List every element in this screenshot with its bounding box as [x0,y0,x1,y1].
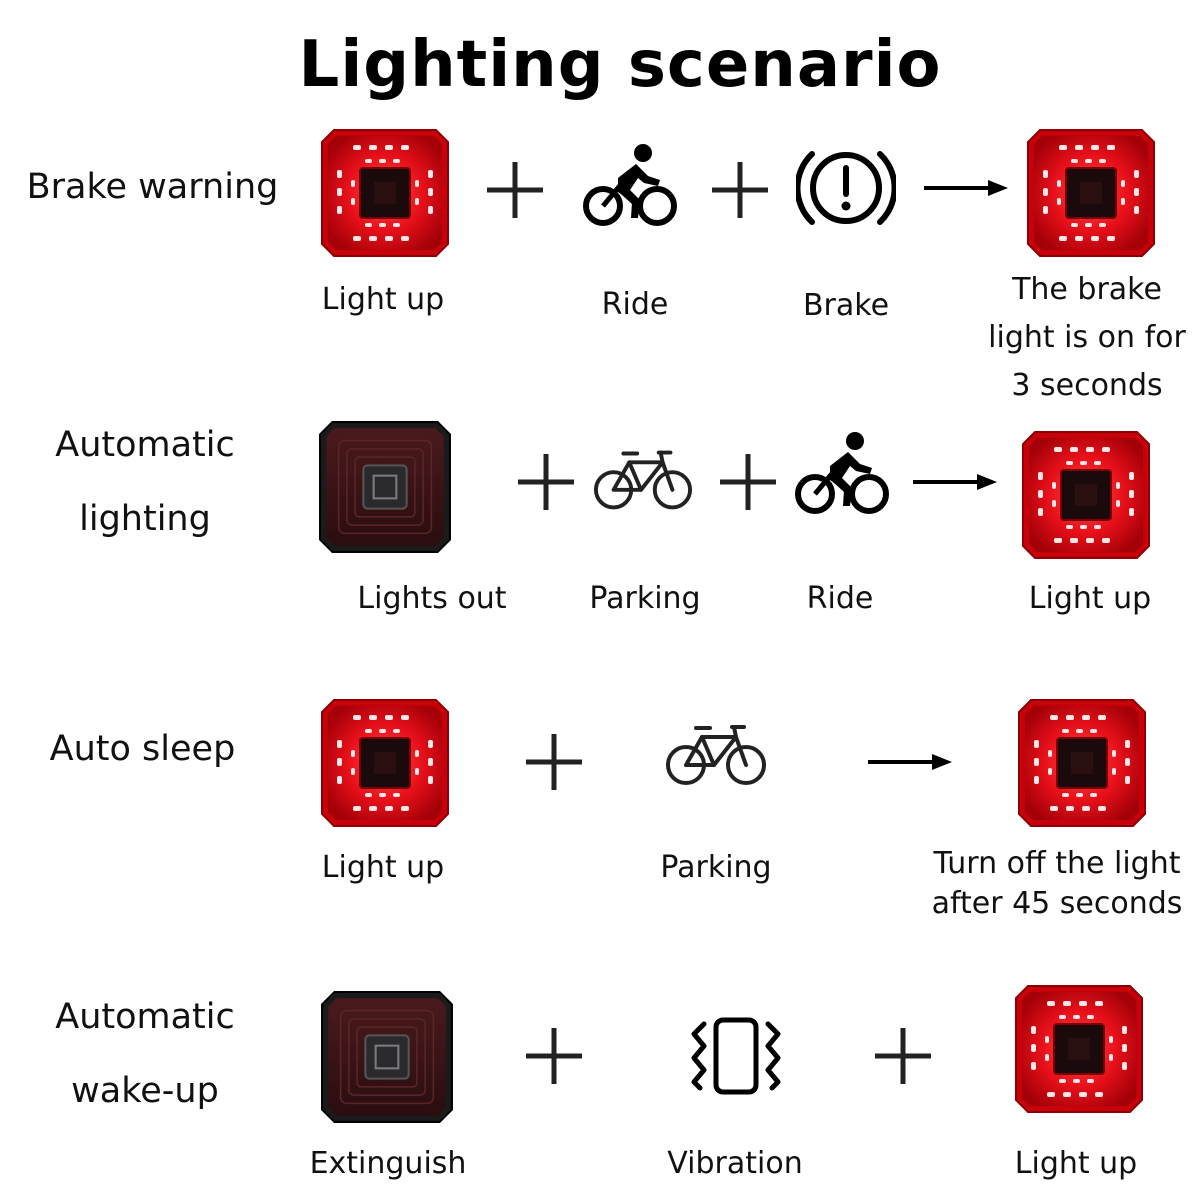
vibration-icon [688,1016,784,1096]
plus-icon [485,160,545,220]
row-label-automatic-lighting: Automatic lighting [55,425,235,539]
caption: The brake light is on for 3 seconds [988,272,1186,403]
caption: Light up [1014,1146,1138,1181]
caption: Parking [660,850,772,885]
bicycle-icon [592,448,694,512]
caption: Turn off the light after 45 seconds [931,846,1183,921]
plus-icon [873,1026,933,1086]
row-label-brake-warning: Brake warning [26,167,279,207]
tail-light-on [1021,430,1151,560]
row-label-automatic-wake-up: Automatic wake-up [55,997,235,1111]
caption: Light up [321,850,445,885]
arrow-right-icon [868,752,952,772]
caption: Brake [802,288,890,323]
row-label-auto-sleep: Auto sleep [49,729,236,769]
tail-light-on [320,128,450,258]
tail-light-on [320,698,450,828]
tail-light-on [1014,984,1144,1114]
caption: Light up [1028,581,1152,616]
plus-icon [524,1026,584,1086]
plus-icon [718,452,778,512]
cyclist-icon [792,428,892,518]
tail-light-on [1017,698,1147,828]
caption: Lights out [357,581,507,616]
brake-warning-icon [796,138,896,238]
tail-light-off [320,990,454,1124]
page-title: Lighting scenario [298,28,942,102]
arrow-right-icon [924,178,1008,198]
caption: Vibration [667,1146,803,1181]
plus-icon [524,732,584,792]
plus-icon [710,160,770,220]
cyclist-icon [580,140,680,230]
caption: Parking [589,581,701,616]
caption: Ride [806,581,874,616]
caption: Light up [321,282,445,317]
arrow-right-icon [913,472,997,492]
plus-icon [516,452,576,512]
tail-light-on [1026,128,1156,258]
caption: Ride [601,287,669,322]
caption: Extinguish [309,1146,467,1181]
bicycle-icon [664,722,768,788]
tail-light-off [318,420,452,554]
